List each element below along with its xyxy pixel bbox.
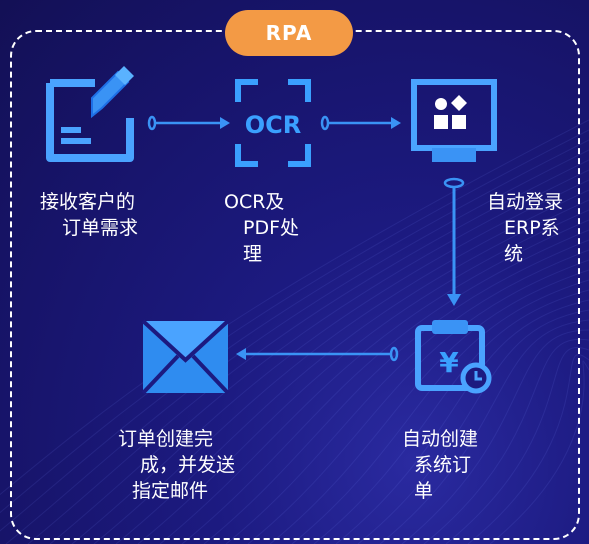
- arrow-ocr-to-erp: [320, 115, 401, 131]
- step-erp-line-3: 统: [504, 243, 524, 265]
- step-receive-label: 接收客户的 订单需求: [40, 189, 138, 241]
- wave-line: [181, 229, 589, 544]
- wave-line: [27, 159, 589, 544]
- step-ocr-label: OCR及 PDF处 理: [224, 189, 299, 267]
- wave-line: [137, 209, 589, 544]
- step-receive-line-1: 接收客户的: [40, 191, 136, 213]
- wave-line: [93, 189, 589, 544]
- step-create-line-1: 自动创建: [402, 428, 479, 450]
- wave-line: [489, 360, 589, 544]
- form-with-pen-icon: [46, 66, 134, 162]
- wave-line: [269, 269, 589, 544]
- ocr-scan-icon: OCR: [235, 79, 311, 167]
- wave-line: [159, 219, 589, 544]
- wave-line: [379, 319, 589, 544]
- step-mail-label: 订单创建完 成，并发送 指定邮件: [118, 426, 235, 504]
- step-erp-line-2: ERP系: [504, 217, 560, 239]
- erp-monitor-icon: [411, 79, 497, 162]
- step-receive-line-2: 订单需求: [62, 217, 139, 239]
- step-mail-line-1: 订单创建完: [118, 428, 214, 450]
- wave-line: [203, 239, 589, 544]
- wave-line: [225, 249, 589, 544]
- arrow-erp-to-create: [443, 177, 465, 306]
- arrow-create-to-mail: [236, 346, 399, 362]
- wave-line: [401, 329, 589, 544]
- step-ocr-line-3: 理: [243, 243, 263, 265]
- step-create-line-2: 系统订: [414, 454, 472, 476]
- svg-text:¥: ¥: [439, 346, 459, 379]
- step-ocr-line-1: OCR及: [224, 191, 285, 213]
- clipboard-yuan-clock-icon: ¥: [415, 320, 492, 394]
- envelope-icon: [141, 319, 230, 395]
- rpa-badge: RPA: [225, 10, 353, 56]
- step-mail-line-2: 成，并发送: [140, 454, 236, 476]
- step-erp-label: 自动登录 ERP系 统: [487, 189, 563, 267]
- step-ocr-line-2: PDF处: [243, 217, 300, 239]
- wave-line: [247, 259, 589, 544]
- step-create-line-3: 单: [414, 480, 434, 502]
- step-create-label: 自动创建 系统订 单: [402, 426, 478, 504]
- wave-line: [445, 347, 589, 544]
- step-mail-line-3: 指定邮件: [132, 480, 209, 502]
- wave-line: [71, 179, 589, 544]
- ocr-icon-text: OCR: [245, 111, 302, 139]
- wave-line: [467, 354, 589, 544]
- wave-line: [49, 169, 589, 544]
- step-erp-line-1: 自动登录: [487, 191, 564, 213]
- wave-line: [423, 338, 589, 544]
- arrow-receive-to-ocr: [147, 115, 230, 131]
- wave-line: [115, 199, 589, 544]
